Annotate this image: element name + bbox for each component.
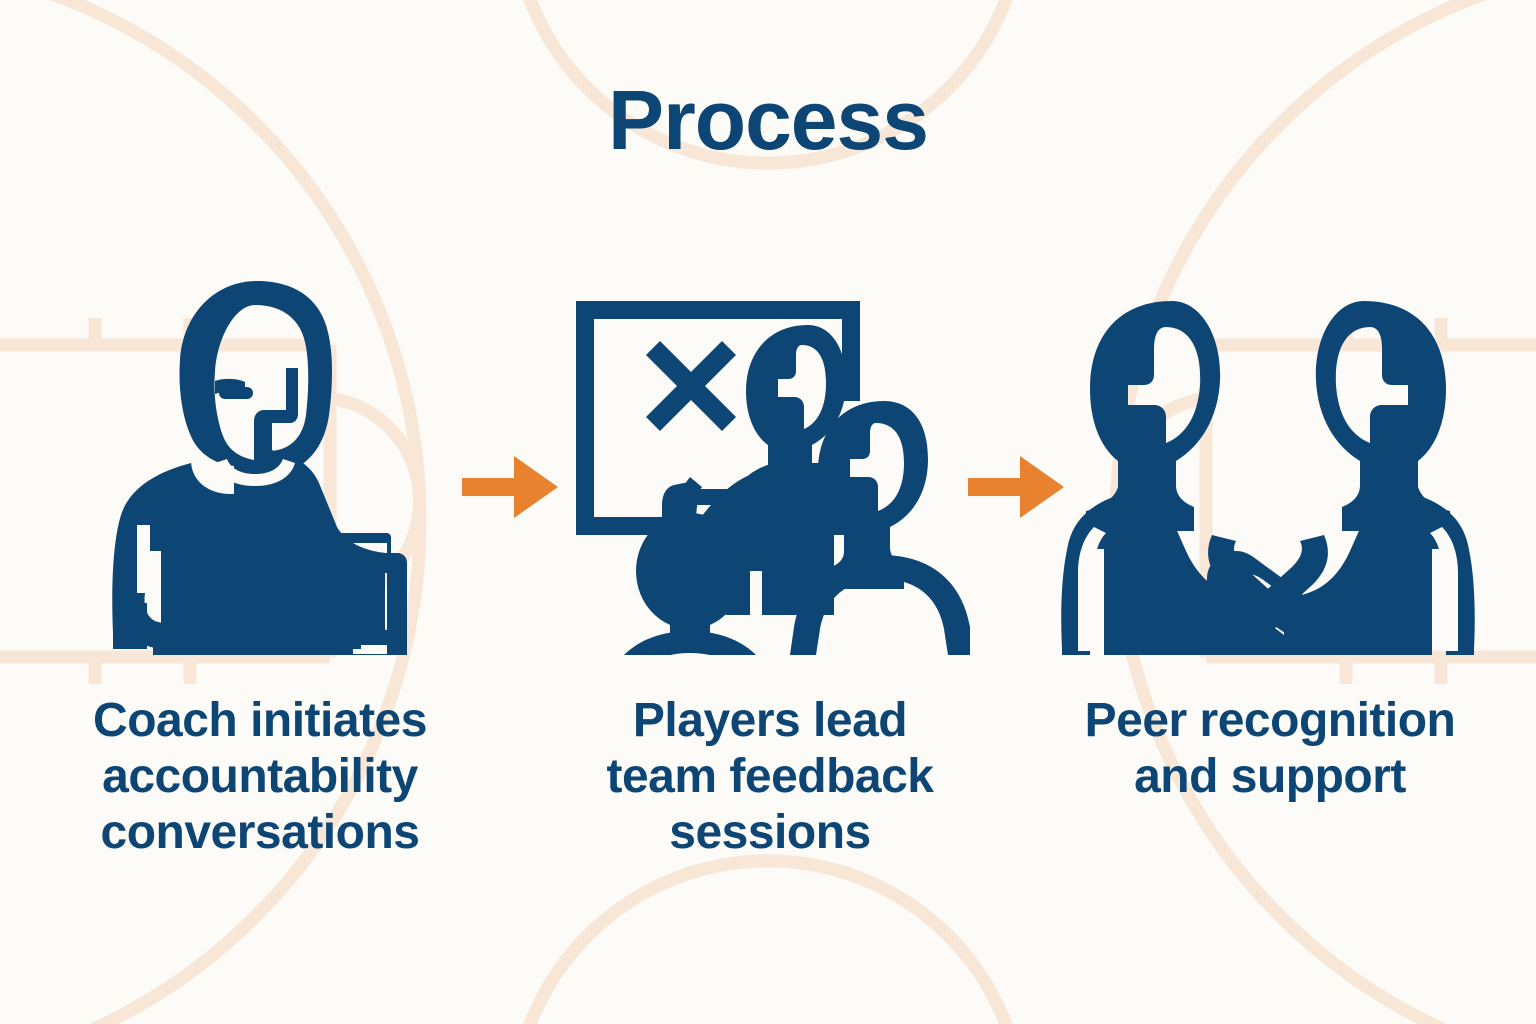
process-step-2: Players lead team feedback sessions xyxy=(570,255,970,861)
caption-line: team feedback xyxy=(606,750,935,804)
caption-line: sessions xyxy=(669,806,871,860)
page-title: Process xyxy=(608,73,929,167)
step-2-caption: Players lead team feedback sessions xyxy=(606,693,935,861)
whiteboard-team-meeting-icon xyxy=(576,301,970,655)
arrow-right-icon xyxy=(968,456,1064,518)
arrow-right-icon xyxy=(462,456,558,518)
handshake-players-icon xyxy=(1061,301,1475,655)
caption-line: and support xyxy=(1134,750,1406,804)
caption-line: Peer recognition xyxy=(1084,694,1456,747)
caption-line: Players lead xyxy=(632,694,908,747)
step-3-caption: Peer recognition and support xyxy=(1085,693,1456,805)
step-2-icon-container xyxy=(570,255,970,655)
step-3-icon-container xyxy=(1060,255,1480,655)
arrow-step1-to-step2 xyxy=(462,452,562,527)
caption-line: Coach initiates xyxy=(93,694,427,747)
caption-line: conversations xyxy=(100,806,420,860)
arrow-step2-to-step3 xyxy=(968,452,1068,527)
step-1-caption: Coach initiates accountability conversat… xyxy=(93,693,427,861)
process-step-3: Peer recognition and support xyxy=(1045,255,1495,805)
step-1-icon-container xyxy=(95,255,425,655)
process-step-1: Coach initiates accountability conversat… xyxy=(45,255,475,861)
caption-line: accountability xyxy=(102,750,418,804)
coach-with-clipboard-icon xyxy=(112,281,407,655)
